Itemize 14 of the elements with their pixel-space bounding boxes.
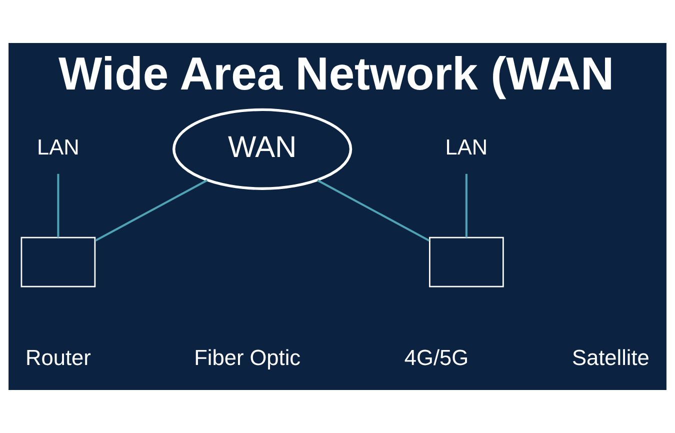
- label: Router: [26, 345, 91, 370]
- diagram-title: Wide Area Network (WAN: [58, 48, 614, 100]
- node-box: [429, 236, 504, 288]
- node-ellipse: WAN: [172, 108, 352, 190]
- node-box: [20, 236, 96, 288]
- node-text: LAN: [37, 134, 80, 160]
- connector: [317, 179, 430, 242]
- connector: [57, 174, 60, 238]
- label: Satellite: [572, 345, 650, 370]
- connector: [94, 179, 208, 242]
- node-text: LAN: [445, 134, 488, 160]
- label: 4G/5G: [404, 345, 469, 370]
- connector: [465, 174, 468, 238]
- label: Fiber Optic: [194, 345, 301, 370]
